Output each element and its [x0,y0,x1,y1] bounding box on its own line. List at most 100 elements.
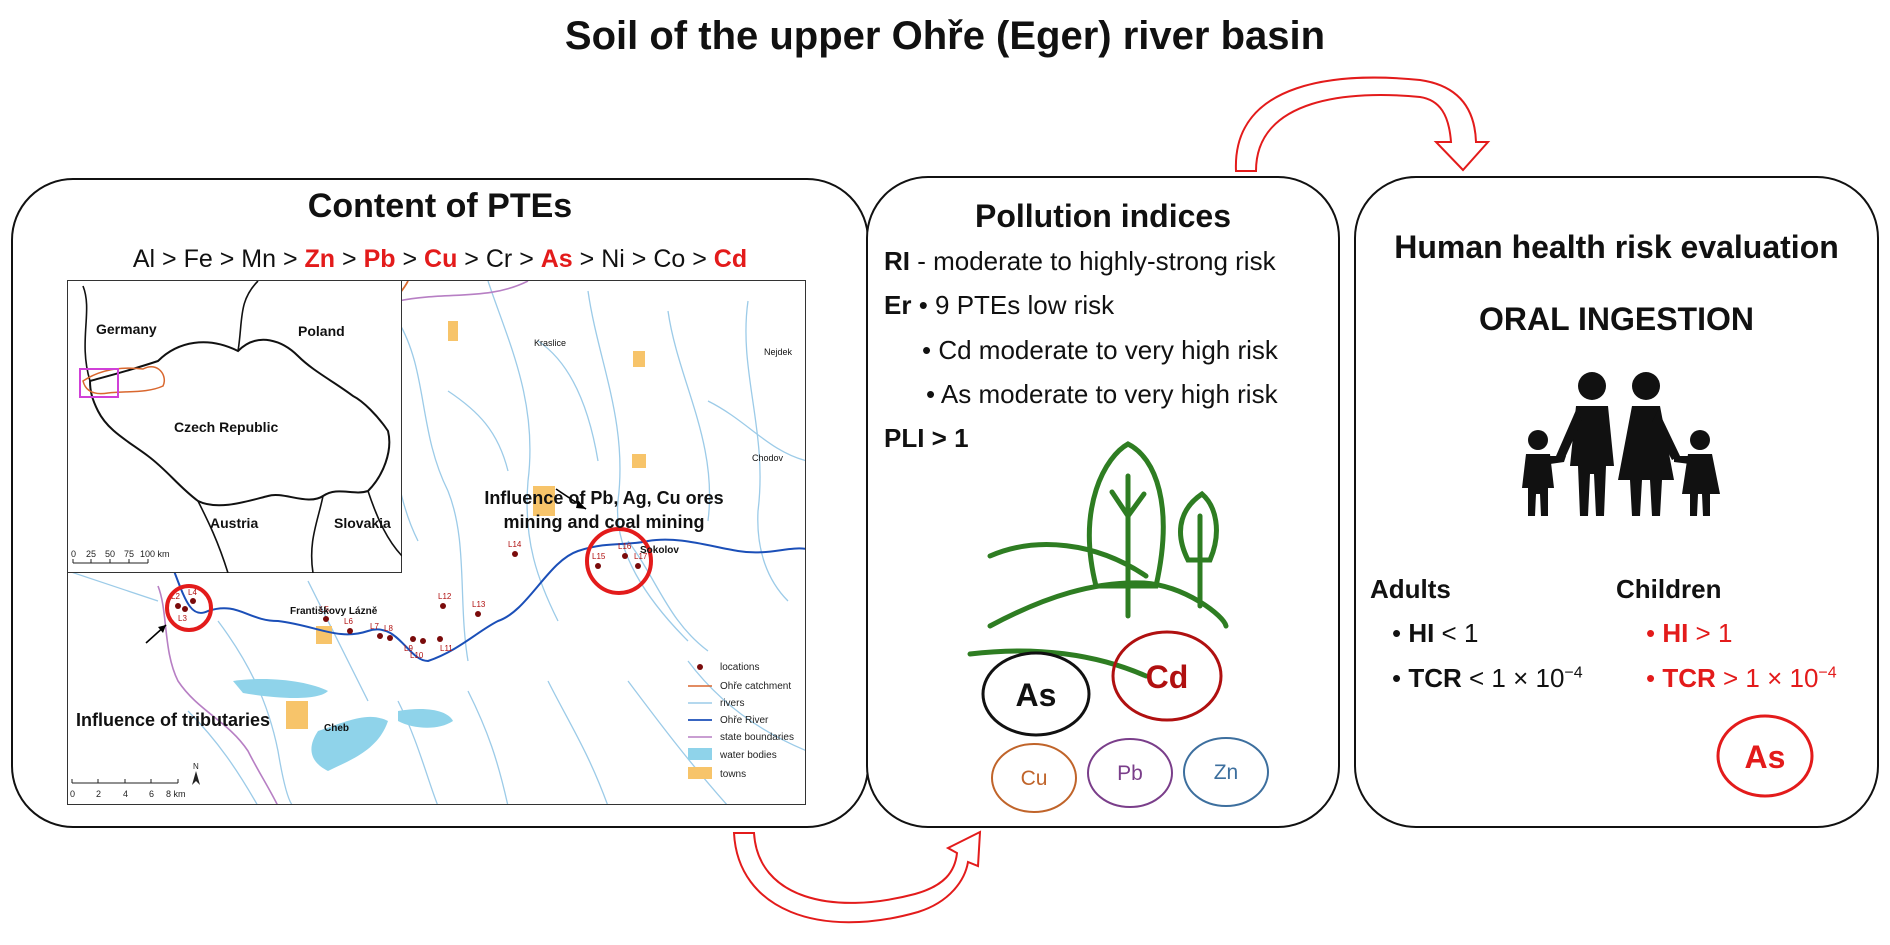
annotation-mining: Influence of Pb, Ag, Cu ores mining and … [484,488,724,532]
tree-landscape-icon [967,441,1229,679]
annotation-tributaries: Influence of tributaries [76,710,271,730]
pte-order-separator: > [335,245,364,273]
country-slovakia: Slovakia [334,515,391,531]
location-label-l4: L4 [188,588,197,597]
family-icon [1522,372,1720,516]
location-label-l5: L5 [320,605,329,614]
location-label-l9: L9 [404,644,413,653]
north-arrow-icon [192,771,200,785]
scale-tick-label: 8 km [166,789,186,799]
legend-item: locations [720,662,759,673]
location-label-l3: L3 [178,614,187,623]
pte-element-mn: Mn [241,245,277,273]
pte-element-fe: Fe [183,245,213,273]
scale-bar-main [71,779,179,784]
pte-order-separator: > [457,245,486,273]
adults-tcr: • TCR < 1 × 10−4 [1392,663,1583,693]
pte-element-co: Co [653,245,686,273]
location-label-l12: L12 [438,592,452,601]
country-poland: Poland [298,323,345,339]
town-label-kraslice: Kraslice [534,338,567,348]
country-czech-republic: Czech Republic [174,419,279,435]
inset-scale-tick-label: 100 km [140,549,170,559]
location-label-l2: L2 [171,592,180,601]
er-item-as: • As moderate to very high risk [926,379,1278,409]
legend-item: Ohře River [720,715,769,726]
location-label-l15: L15 [592,552,606,561]
map-legend [688,664,712,779]
oral-ingestion-heading: ORAL INGESTION [1479,301,1754,337]
country-germany: Germany [96,321,157,337]
inset-scale-tick-label: 75 [124,549,134,559]
pte-element-zn: Zn [304,245,336,273]
scale-tick-label: 4 [123,789,128,799]
country-austria: Austria [210,515,259,531]
location-label-l7: L7 [370,622,379,631]
location-label-l14: L14 [508,540,522,549]
pte-order-separator: > [624,245,654,273]
pte-order-separator: > [512,245,541,273]
legend-item: rivers [720,698,744,709]
pte-order-sequence: Al > Fe > Mn > Zn > Pb > Cu > Cr > As > … [11,245,869,274]
health-bubble-as-label: As [1745,739,1786,775]
north-label: N [193,762,199,771]
ri-line: RI - moderate to highly-strong risk [884,246,1276,276]
location-label-l13: L13 [472,600,486,609]
town-label-sokolov: Sokolov [640,545,679,556]
bubble-cd-label: Cd [1146,659,1189,695]
scale-tick-label: 2 [96,789,101,799]
scale-tick-label: 6 [149,789,154,799]
pte-element-pb: Pb [363,245,396,273]
pte-element-as: As [540,245,573,273]
legend-item: Ohře catchment [720,681,791,692]
pte-order-separator: > [212,245,242,273]
town-label-nejdek: Nejdek [764,347,793,357]
inset-scale-tick-label: 0 [71,549,76,559]
location-labels: L1L2L3L4L5L6L7L8L9L10L11L12L13L14L15L16L… [82,540,648,660]
legend-item: towns [720,769,746,780]
town-cheb [286,701,308,729]
bubble-as [981,651,1091,737]
arrow-ptes-to-pollution [732,830,982,924]
pte-element-cr: Cr [485,245,513,273]
pte-element-ni: Ni [601,245,625,273]
adults-hi: • HI < 1 [1392,618,1479,648]
inset-scale-tick-label: 25 [86,549,96,559]
children-tcr: • TCR > 1 × 10−4 [1646,663,1837,693]
pli-line: PLI > 1 [884,423,969,453]
czech-outline [88,338,391,507]
town-label-frantiskovy-lazne: Františkovy Lázně [290,606,378,617]
pte-element-cd: Cd [713,245,748,273]
pte-order-separator: > [685,245,714,273]
health-bubble-as: As [1716,714,1814,798]
location-label-l6: L6 [344,617,353,626]
location-label-l11: L11 [440,644,453,653]
bubble-pb-label: Pb [1117,762,1143,785]
children-heading: Children [1616,574,1722,604]
bubble-cu-label: Cu [1021,767,1048,790]
er-item-cd: • Cd moderate to very high risk [922,335,1278,365]
bubble-cu [991,743,1077,813]
town-chodov [632,454,646,468]
location-label-l17: L17 [634,552,648,561]
legend-item: water bodies [719,750,777,761]
panel-health [1354,176,1879,828]
study-area-box [79,368,119,398]
bubble-as-label: As [1016,677,1057,713]
pte-element-al: Al [132,245,156,273]
pte-order-separator: > [155,245,184,273]
location-label-l8: L8 [384,624,393,633]
adults-heading: Adults [1370,574,1451,604]
highlight-mining [585,527,653,595]
water-body [233,679,328,698]
study-area-map: L1L2L3L4L5L6L7L8L9L10L11L12L13L14L15L16L… [67,280,806,805]
pte-element-cu: Cu [424,245,458,273]
town-label-chodov: Chodov [752,453,784,463]
state-boundary [397,281,529,302]
bubble-zn [1183,737,1269,807]
location-label-l10: L10 [410,651,424,660]
town-kraslice [448,321,458,341]
ohre-river [68,530,805,663]
scale-tick-label: 0 [70,789,75,799]
page-title: Soil of the upper Ohře (Eger) river basi… [564,14,1326,58]
